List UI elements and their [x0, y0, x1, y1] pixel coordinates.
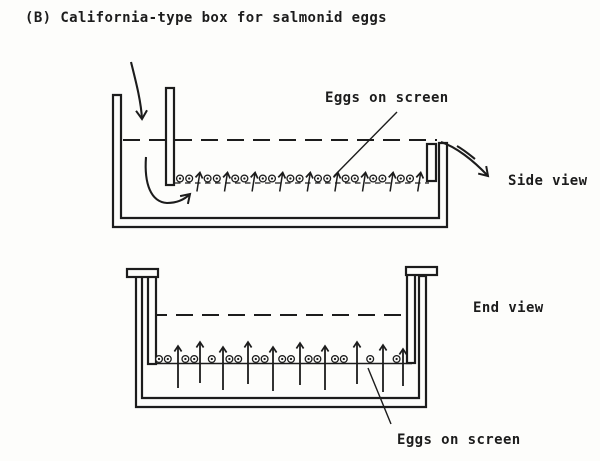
- egg-dot: [344, 177, 347, 180]
- egg-dot: [166, 357, 169, 361]
- end-view-label: End view: [473, 300, 544, 316]
- egg-dot: [298, 177, 301, 180]
- screen-flow-arrow-icon: [332, 170, 342, 192]
- end-view-eggs-label: Eggs on screen: [397, 432, 521, 448]
- side-view-label: Side view: [508, 173, 588, 189]
- side-view-box-walls: [111, 93, 449, 229]
- egg-dot: [316, 357, 319, 361]
- outflow-arrow-icon: [440, 141, 490, 178]
- egg-dot: [333, 357, 337, 361]
- egg-dot: [408, 177, 412, 180]
- egg-dot: [193, 357, 196, 361]
- inflow-arrow-icon: [129, 61, 148, 121]
- egg-dot: [353, 177, 356, 180]
- end-view-tray-wall-left: [146, 274, 158, 366]
- egg-dot: [316, 177, 320, 180]
- end-view-upwelling-arrows: [173, 340, 408, 392]
- screen-flow-arrow-icon: [388, 170, 397, 192]
- side-view-eggs-leader-line: [333, 111, 398, 177]
- egg-dot: [289, 357, 293, 361]
- screen-flow-arrow-icon: [305, 170, 314, 192]
- end-view-egg-row: [154, 354, 401, 364]
- outflow-arrow-retrace: [456, 145, 476, 160]
- side-view-baffle: [164, 86, 176, 187]
- egg-dot: [326, 177, 329, 180]
- egg-dot: [237, 357, 240, 361]
- side-view-diagram: Eggs on screen Side view: [111, 61, 588, 229]
- egg-dot: [234, 177, 237, 180]
- egg-dot: [243, 177, 246, 180]
- egg-dot: [281, 357, 284, 361]
- screen-flow-arrow-icon: [277, 170, 287, 192]
- screen-flow-arrow-icon: [360, 170, 369, 192]
- egg-dot: [206, 177, 209, 180]
- end-view-tray-cleat-left: [125, 267, 160, 279]
- side-view-egg-row: [175, 170, 425, 192]
- egg-dot: [342, 357, 345, 361]
- egg-dot: [261, 177, 264, 180]
- end-view-eggs-leader-line: [367, 367, 392, 425]
- egg-dot: [289, 177, 292, 180]
- screen-flow-arrow-icon: [222, 170, 231, 192]
- egg-dot: [188, 177, 191, 180]
- egg-dot: [228, 357, 231, 361]
- egg-dot: [307, 357, 310, 361]
- egg-dot: [381, 177, 384, 180]
- egg-dot: [399, 177, 402, 180]
- egg-dot: [395, 357, 398, 361]
- side-view-eggs-label: Eggs on screen: [325, 90, 449, 106]
- egg-dot: [157, 357, 161, 361]
- egg-dot: [178, 177, 182, 180]
- end-view-tray-wall-right: [405, 272, 417, 365]
- screen-flow-arrow-icon: [250, 170, 259, 192]
- end-view-tray-cleat-right: [404, 265, 439, 277]
- egg-dot: [263, 357, 266, 361]
- egg-dot: [215, 177, 218, 180]
- screen-flow-arrow-icon: [415, 170, 425, 192]
- side-view-screen-lip: [425, 142, 438, 183]
- egg-dot: [369, 357, 372, 361]
- end-view-diagram: End view Eggs on screen: [125, 265, 544, 448]
- egg-dot: [270, 177, 274, 180]
- screen-flow-arrow-icon: [194, 170, 204, 192]
- egg-dot: [372, 177, 375, 180]
- egg-dot: [254, 357, 257, 361]
- underflow-arrow-icon: [144, 156, 192, 205]
- egg-dot: [184, 357, 187, 361]
- figure-title: (B) California-type box for salmonid egg…: [25, 10, 387, 26]
- egg-dot: [210, 357, 213, 361]
